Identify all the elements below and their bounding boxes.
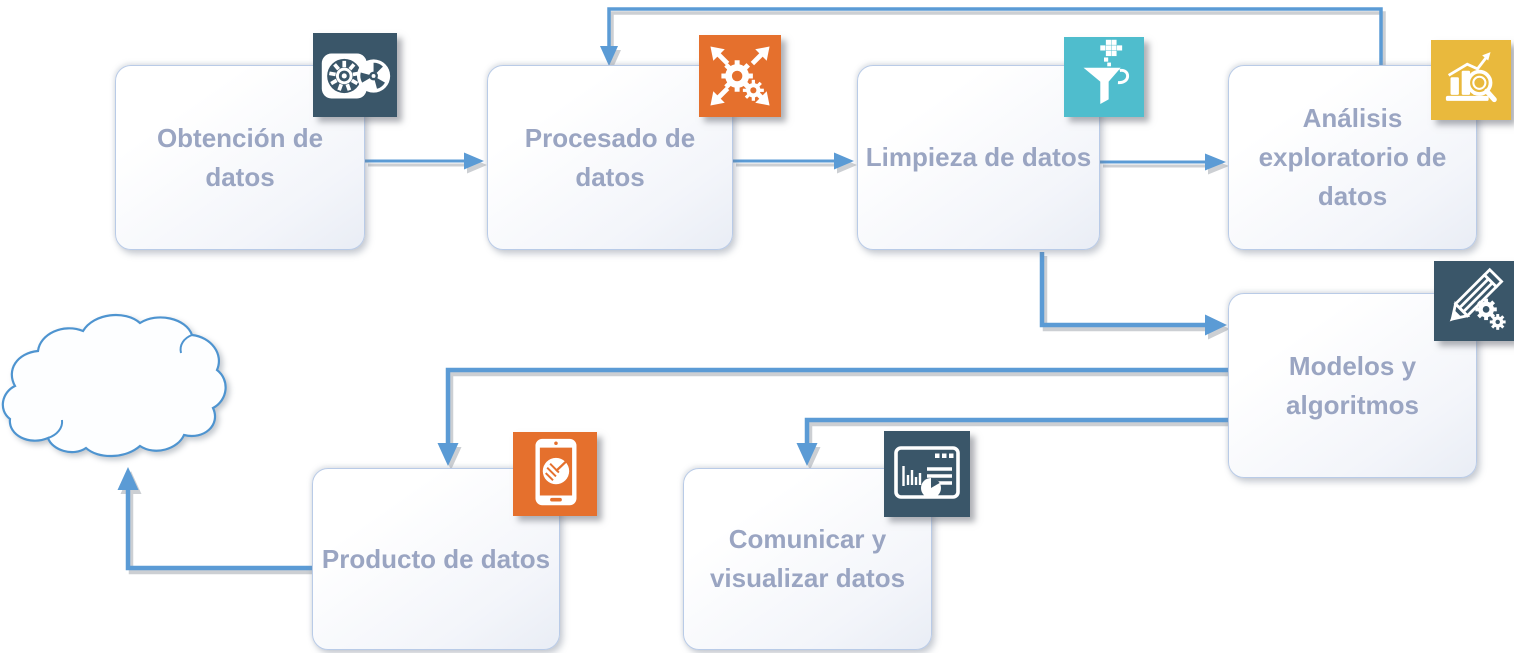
funnel-filter-icon bbox=[1064, 37, 1144, 117]
node-label: Obtención de datos bbox=[156, 122, 324, 192]
tablet-pie-icon bbox=[513, 432, 597, 516]
pencil-gears-icon bbox=[1434, 261, 1514, 341]
cloud-shape bbox=[1, 291, 232, 465]
gears-expand-icon bbox=[699, 35, 781, 117]
dashboard-window-icon bbox=[884, 431, 970, 517]
node-procesado-de-datos: Procesado de datos bbox=[487, 65, 733, 250]
chart-magnifier-icon bbox=[1431, 40, 1511, 120]
node-analisis-exploratorio: Análisis exploratorio de datos bbox=[1228, 65, 1477, 250]
node-label: Producto de datos bbox=[321, 543, 551, 574]
node-label: Comunicar y visualizar datos bbox=[709, 524, 906, 593]
reel-disc-icon bbox=[313, 33, 397, 117]
node-limpieza-de-datos: Limpieza de datos bbox=[857, 65, 1100, 250]
node-label: Análisis exploratorio de datos bbox=[1258, 103, 1447, 211]
node-label: Procesado de datos bbox=[524, 122, 696, 192]
node-label: Modelos y algoritmos bbox=[1286, 350, 1419, 420]
node-label: Limpieza de datos bbox=[865, 142, 1092, 172]
